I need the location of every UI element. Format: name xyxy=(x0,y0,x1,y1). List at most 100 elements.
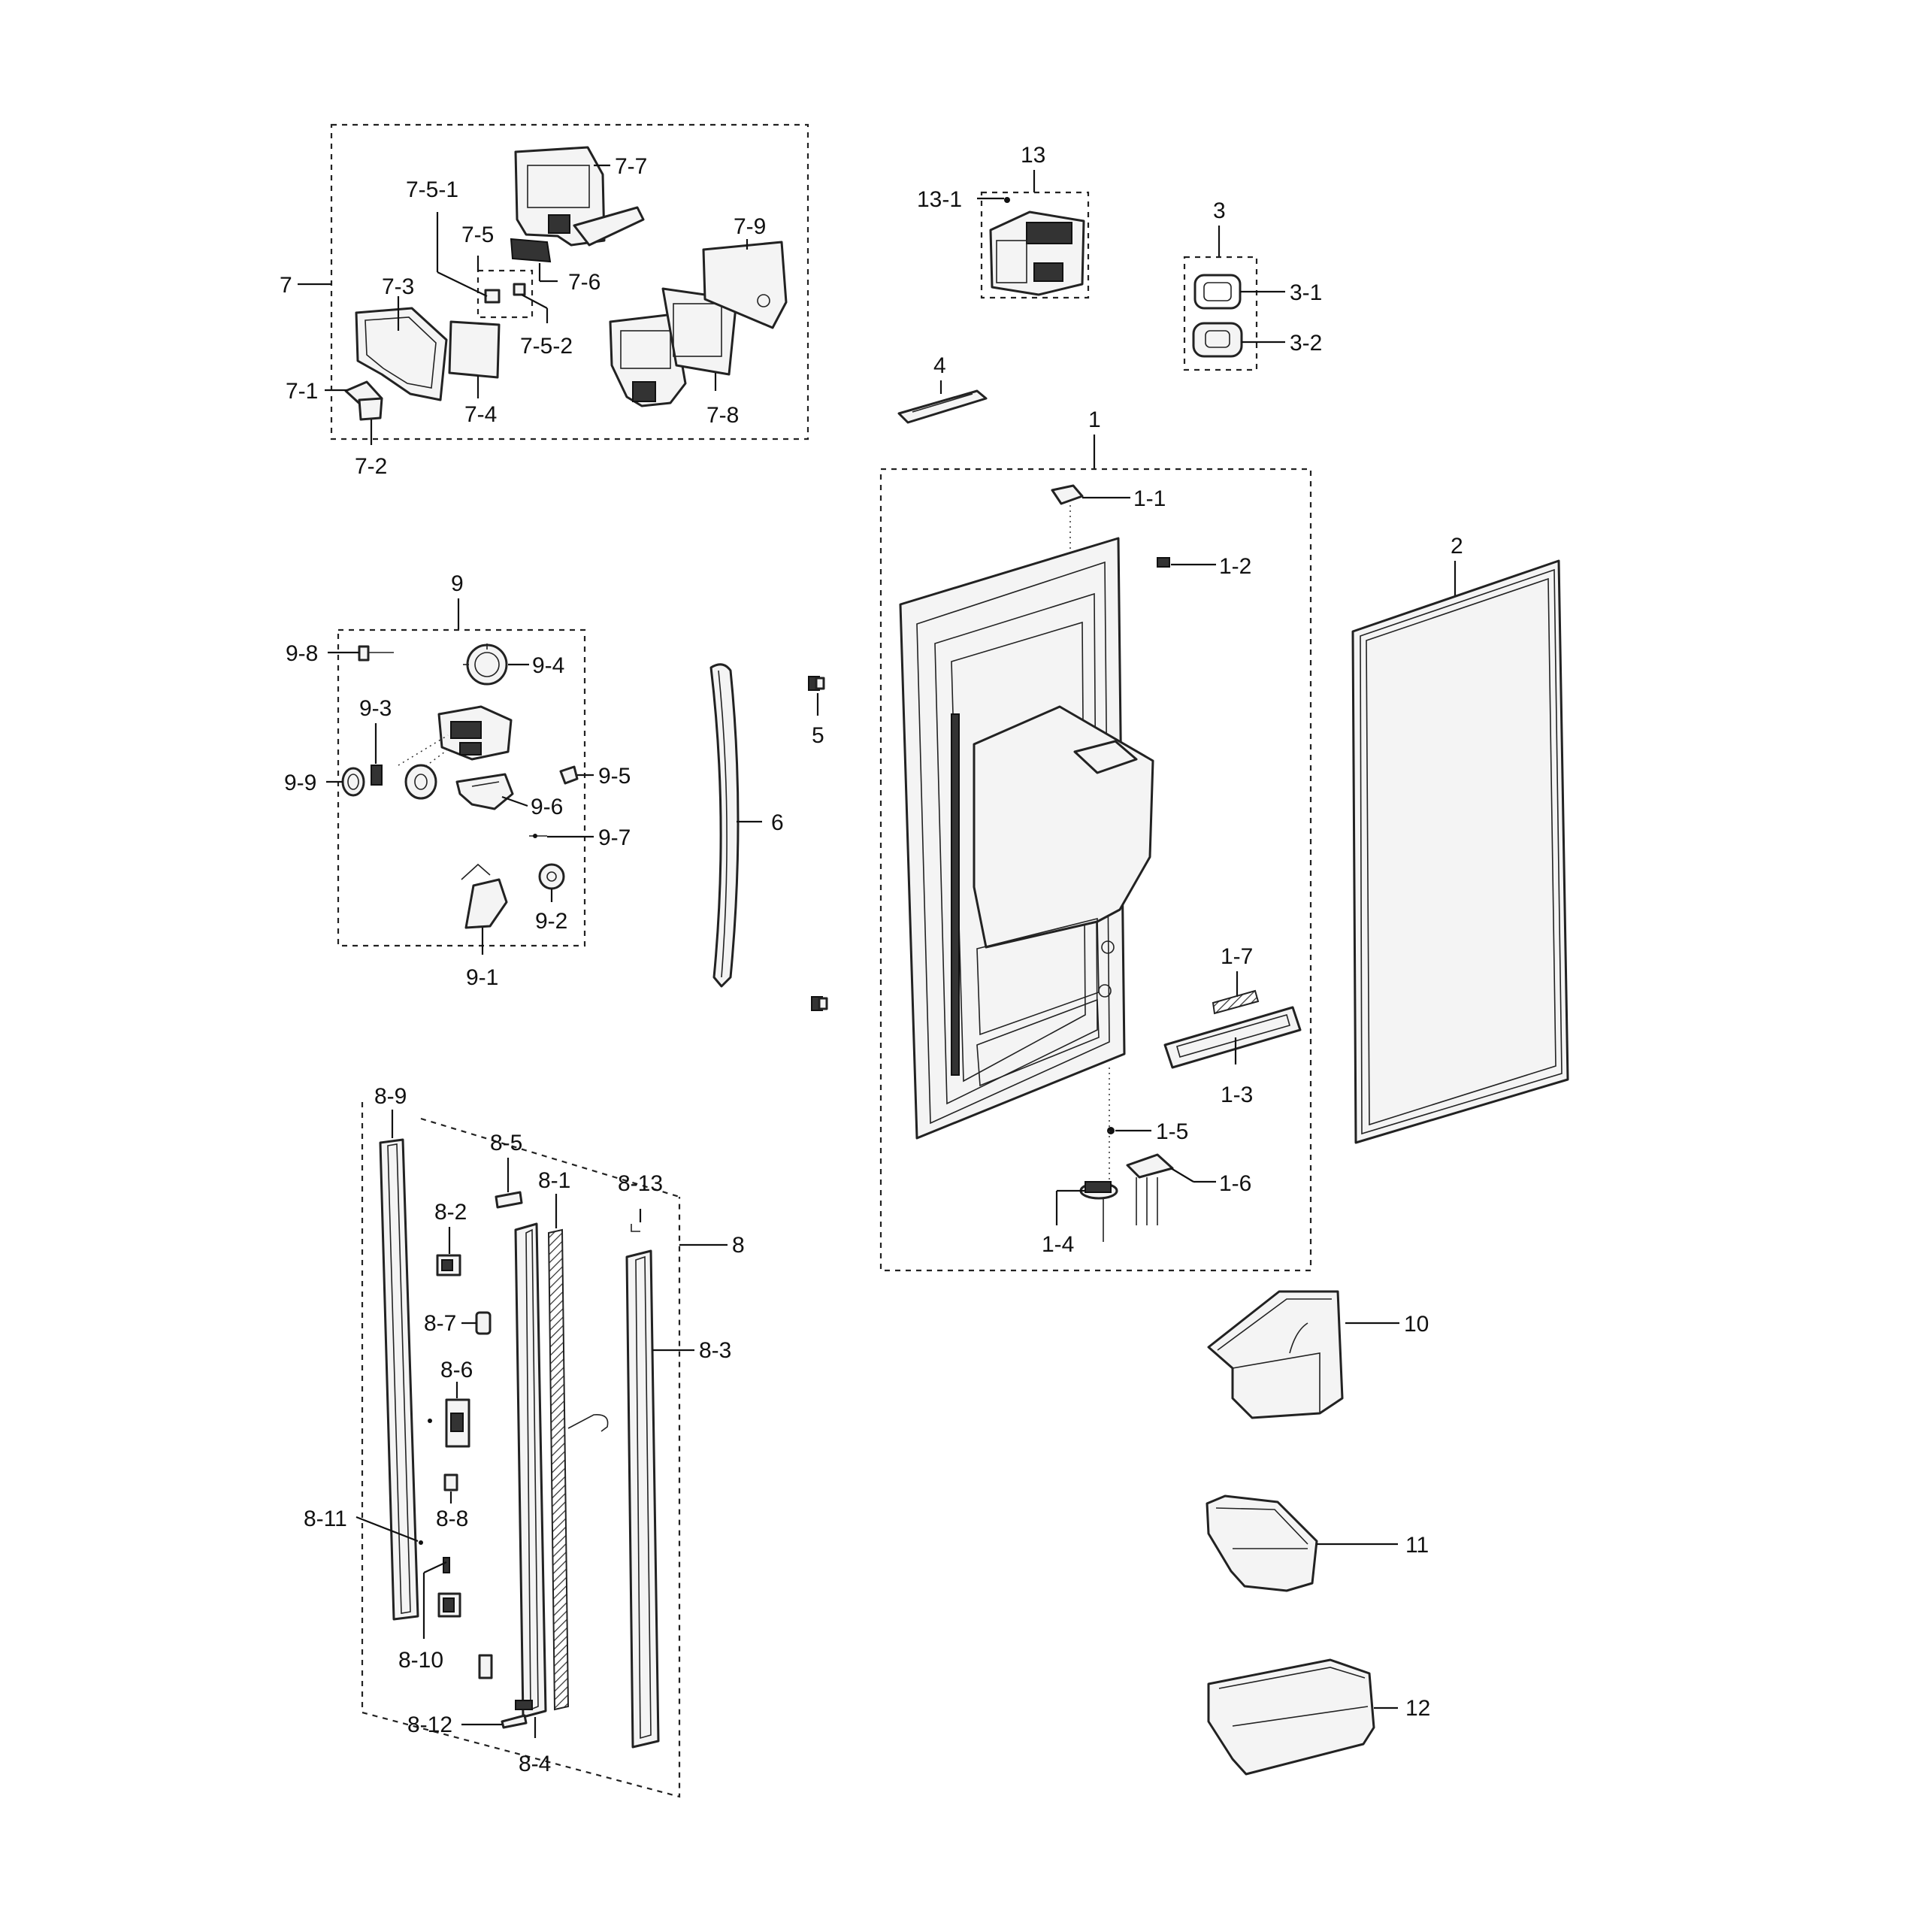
part-7-8-dispenser-inner xyxy=(609,287,738,407)
label-8-4: 8-4 xyxy=(519,1752,551,1776)
label-9-4: 9-4 xyxy=(532,653,564,678)
group-8-boundary-main xyxy=(361,1102,681,1798)
label-4: 4 xyxy=(933,353,946,378)
part-9-mechanism-body xyxy=(398,705,513,780)
label-1-1: 1-1 xyxy=(1133,486,1166,511)
group-9-boundary xyxy=(337,628,586,947)
group-13-motor: 13 13-1 xyxy=(917,143,1090,299)
label-13: 13 xyxy=(1021,143,1045,168)
label-7-1: 7-1 xyxy=(286,379,318,404)
label-11: 11 xyxy=(1405,1533,1429,1558)
label-8-11: 8-11 xyxy=(304,1507,347,1531)
label-1-4: 1-4 xyxy=(1042,1232,1074,1257)
part-9-5-stopper xyxy=(559,765,579,785)
group-1-door: 1 1-1 1-2 1-7 xyxy=(879,407,1312,1272)
label-6: 6 xyxy=(771,810,784,835)
part-8-11-pin xyxy=(419,1540,423,1545)
label-8-3: 8-3 xyxy=(699,1338,731,1363)
label-1-6: 1-6 xyxy=(1219,1171,1251,1196)
group-9-dispenser-mechanism: 9 9-8 9-4 9-3 xyxy=(284,571,631,990)
part-9-gear xyxy=(404,764,437,800)
label-8-13: 8-13 xyxy=(618,1171,663,1196)
label-7-7: 7-7 xyxy=(615,154,647,179)
part-9-1-lever xyxy=(461,863,508,929)
label-9-3: 9-3 xyxy=(359,696,392,721)
part-8-3-outer-trim xyxy=(625,1249,660,1749)
label-12: 12 xyxy=(1405,1696,1430,1721)
part-1-2-clip xyxy=(1157,557,1170,568)
part-1-5-screw xyxy=(1107,1127,1115,1134)
group-13-boundary xyxy=(980,191,1090,299)
part-8-9-trim xyxy=(379,1138,419,1621)
label-7-5-2: 7-5-2 xyxy=(520,334,573,359)
group-7-5-boundary xyxy=(476,269,534,319)
part-1-door-body xyxy=(899,537,1154,1140)
label-7-2: 7-2 xyxy=(355,454,387,479)
part-10-door-bin xyxy=(1207,1290,1344,1419)
part-8-7-clip xyxy=(475,1311,492,1335)
part-9-2-knob xyxy=(538,863,565,890)
label-3-2: 3-2 xyxy=(1290,331,1322,356)
label-7-9: 7-9 xyxy=(734,214,766,239)
label-7: 7 xyxy=(280,273,292,298)
label-1-2: 1-2 xyxy=(1219,554,1251,579)
part-6-door-handle xyxy=(709,663,740,988)
group-8-handle-trims: 8 8-9 8-11 8-5 8-2 8-7 xyxy=(304,1084,745,1798)
group-3-boundary xyxy=(1183,256,1258,371)
part-7-5-1-switch xyxy=(484,289,501,304)
part-8-4-main-trim xyxy=(514,1222,547,1719)
label-2: 2 xyxy=(1451,534,1463,559)
part-8-5-cap xyxy=(495,1191,523,1209)
label-1-7: 1-7 xyxy=(1221,944,1253,969)
part-1-4-hinge-pin xyxy=(1079,1181,1118,1242)
label-9: 9 xyxy=(451,571,464,596)
part-7-7-dispenser-housing xyxy=(514,146,645,247)
label-8-2: 8-2 xyxy=(434,1200,467,1225)
label-1-3: 1-3 xyxy=(1221,1083,1253,1107)
label-7-6: 7-6 xyxy=(568,270,601,295)
part-13-1-screw xyxy=(1004,197,1010,203)
label-7-8: 7-8 xyxy=(706,403,739,428)
part-7-3-cover-frame xyxy=(355,307,448,401)
part-8-1-heater-strip xyxy=(547,1228,609,1711)
label-5: 5 xyxy=(812,723,824,748)
label-8-6: 8-6 xyxy=(440,1358,473,1382)
part-1-6-hinge-bracket xyxy=(1126,1153,1174,1179)
part-5-screws xyxy=(808,676,828,1011)
part-9-4-motor-cap xyxy=(463,643,508,686)
label-9-9: 9-9 xyxy=(284,771,316,795)
part-8-2-bracket xyxy=(436,1254,461,1276)
label-7-4: 7-4 xyxy=(464,402,497,427)
label-9-2: 9-2 xyxy=(535,909,567,934)
label-7-5-1: 7-5-1 xyxy=(406,177,458,202)
part-8-13-clip xyxy=(631,1224,640,1232)
part-1-1-hinge-cap xyxy=(1051,484,1084,505)
part-3-2-ring xyxy=(1192,322,1243,358)
part-9-8-screw xyxy=(358,645,394,662)
label-9-8: 9-8 xyxy=(286,641,318,666)
group-7-boundary xyxy=(330,123,809,441)
label-8-9: 8-9 xyxy=(374,1084,407,1109)
label-7-3: 7-3 xyxy=(382,274,414,299)
group-7-dispenser-cover: 7 7-7 7-6 7-5 7-5-1 7-5-2 xyxy=(280,123,809,479)
part-8-12-screw xyxy=(501,1714,528,1729)
part-7-9-back-panel xyxy=(702,241,788,329)
label-9-7: 9-7 xyxy=(598,825,631,850)
label-10: 10 xyxy=(1404,1312,1429,1337)
label-8-1: 8-1 xyxy=(538,1168,570,1193)
label-13-1: 13-1 xyxy=(917,187,962,212)
group-1-boundary xyxy=(879,468,1312,1272)
part-9-9-knob xyxy=(341,767,365,797)
part-2-door-gasket: 2 xyxy=(1351,534,1569,1144)
part-8-6-bracket xyxy=(428,1398,470,1448)
part-11-door-bin xyxy=(1206,1494,1318,1592)
label-8-10: 8-10 xyxy=(398,1648,443,1673)
label-1: 1 xyxy=(1088,407,1101,432)
part-3-1-ring xyxy=(1193,274,1242,310)
part-7-2-pad xyxy=(358,397,383,421)
part-9-3-switch xyxy=(371,765,383,786)
label-3: 3 xyxy=(1213,198,1226,223)
label-9-6: 9-6 xyxy=(531,795,563,819)
label-9-5: 9-5 xyxy=(598,764,631,789)
